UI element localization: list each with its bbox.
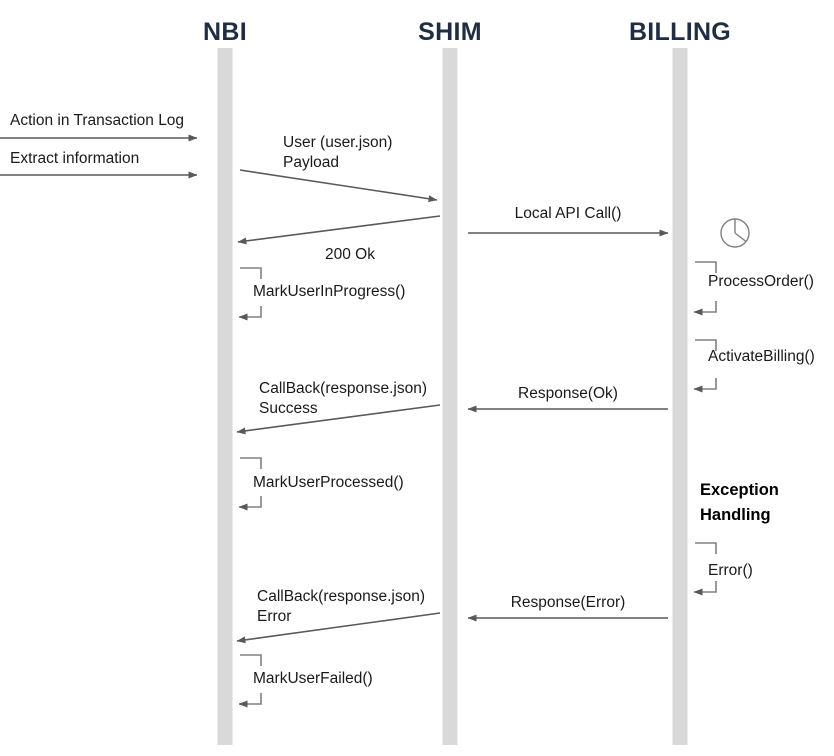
self-call-label: MarkUserFailed() <box>253 670 373 687</box>
note-line: Handling <box>700 506 771 524</box>
note-line: Exception <box>700 481 779 499</box>
self-call-top-segment <box>240 654 262 666</box>
message-label: User (user.json) Payload <box>283 134 392 171</box>
lane-title-billing: BILLING <box>629 18 731 46</box>
message-label: Response(Ok) <box>518 385 618 402</box>
message-label-line: CallBack(response.json) <box>257 588 425 605</box>
self-call-return-segment <box>693 378 717 393</box>
lane-headers-group: NBI SHIM BILLING <box>203 18 731 46</box>
clock-hand-hour <box>734 232 747 243</box>
self-call-return-segment <box>693 581 717 596</box>
message-label: 200 Ok <box>325 246 375 263</box>
message-label-line: Success <box>259 400 318 417</box>
external-message-action-log: Action in Transaction Log <box>0 112 198 142</box>
self-call-mark-user-failed: MarkUserFailed() <box>238 654 373 708</box>
self-call-top-segment <box>240 457 262 469</box>
message-user-payload: User (user.json) Payload <box>239 134 438 203</box>
message-response-error: Response(Error) <box>467 594 668 622</box>
message-label-line: CallBack(response.json) <box>259 380 427 397</box>
message-label-line: User (user.json) <box>283 134 392 151</box>
message-label: Local API Call() <box>515 205 622 222</box>
self-call-process-order: ProcessOrder() <box>693 261 814 316</box>
self-call-top-segment <box>695 339 717 351</box>
message-label: CallBack(response.json) Success <box>259 380 427 417</box>
self-call-mark-user-processed: MarkUserProcessed() <box>238 457 404 511</box>
message-local-api-call: Local API Call() <box>468 205 669 237</box>
message-label: Response(Error) <box>511 594 626 611</box>
lifelines-group <box>217 48 688 745</box>
self-call-return-segment <box>238 693 262 708</box>
external-message-extract-info: Extract information <box>0 150 198 179</box>
self-call-label: MarkUserProcessed() <box>253 474 404 491</box>
self-call-top-segment <box>240 267 262 279</box>
self-call-mark-user-in-progress: MarkUserInProgress() <box>238 267 405 321</box>
icons-group <box>720 218 750 248</box>
message-label-line: Payload <box>283 154 339 171</box>
self-call-label: ProcessOrder() <box>708 273 814 290</box>
lifeline-billing <box>672 48 688 745</box>
message-label-line: Local API Call() <box>515 205 622 222</box>
message-label: CallBack(response.json) Error <box>257 588 425 625</box>
lifeline-nbi <box>217 48 233 745</box>
lane-title-shim: SHIM <box>418 18 482 46</box>
message-200-ok: 200 Ok <box>237 215 441 263</box>
message-label: Action in Transaction Log <box>10 112 184 129</box>
self-calls-group: MarkUserInProgress() ProcessOrder() Activa… <box>238 261 815 708</box>
self-call-activate-billing: ActivateBilling() <box>693 339 815 393</box>
self-call-top-segment <box>695 261 717 273</box>
self-call-return-segment <box>693 301 717 316</box>
clock-icon <box>720 218 750 248</box>
message-callback-success: CallBack(response.json) Success <box>236 380 441 435</box>
self-call-label: ActivateBilling() <box>708 348 815 365</box>
lifeline-shim <box>442 48 458 745</box>
message-label-line: 200 Ok <box>325 246 375 263</box>
message-arrow <box>237 215 441 245</box>
self-call-return-segment <box>238 306 262 321</box>
message-arrow <box>239 169 438 203</box>
message-arrow <box>236 404 441 435</box>
message-label-line: Response(Error) <box>511 594 626 611</box>
self-call-return-segment <box>238 496 262 511</box>
self-call-error: Error() <box>693 542 753 596</box>
message-response-ok: Response(Ok) <box>467 385 668 413</box>
message-label: Extract information <box>10 150 139 167</box>
lane-title-nbi: NBI <box>203 18 247 46</box>
message-arrow <box>236 612 441 644</box>
message-label-line: Response(Ok) <box>518 385 618 402</box>
message-label-line: Error <box>257 608 291 625</box>
self-call-top-segment <box>695 542 717 554</box>
message-callback-error: CallBack(response.json) Error <box>236 588 441 644</box>
self-call-label: MarkUserInProgress() <box>253 283 405 300</box>
self-call-label: Error() <box>708 562 753 579</box>
